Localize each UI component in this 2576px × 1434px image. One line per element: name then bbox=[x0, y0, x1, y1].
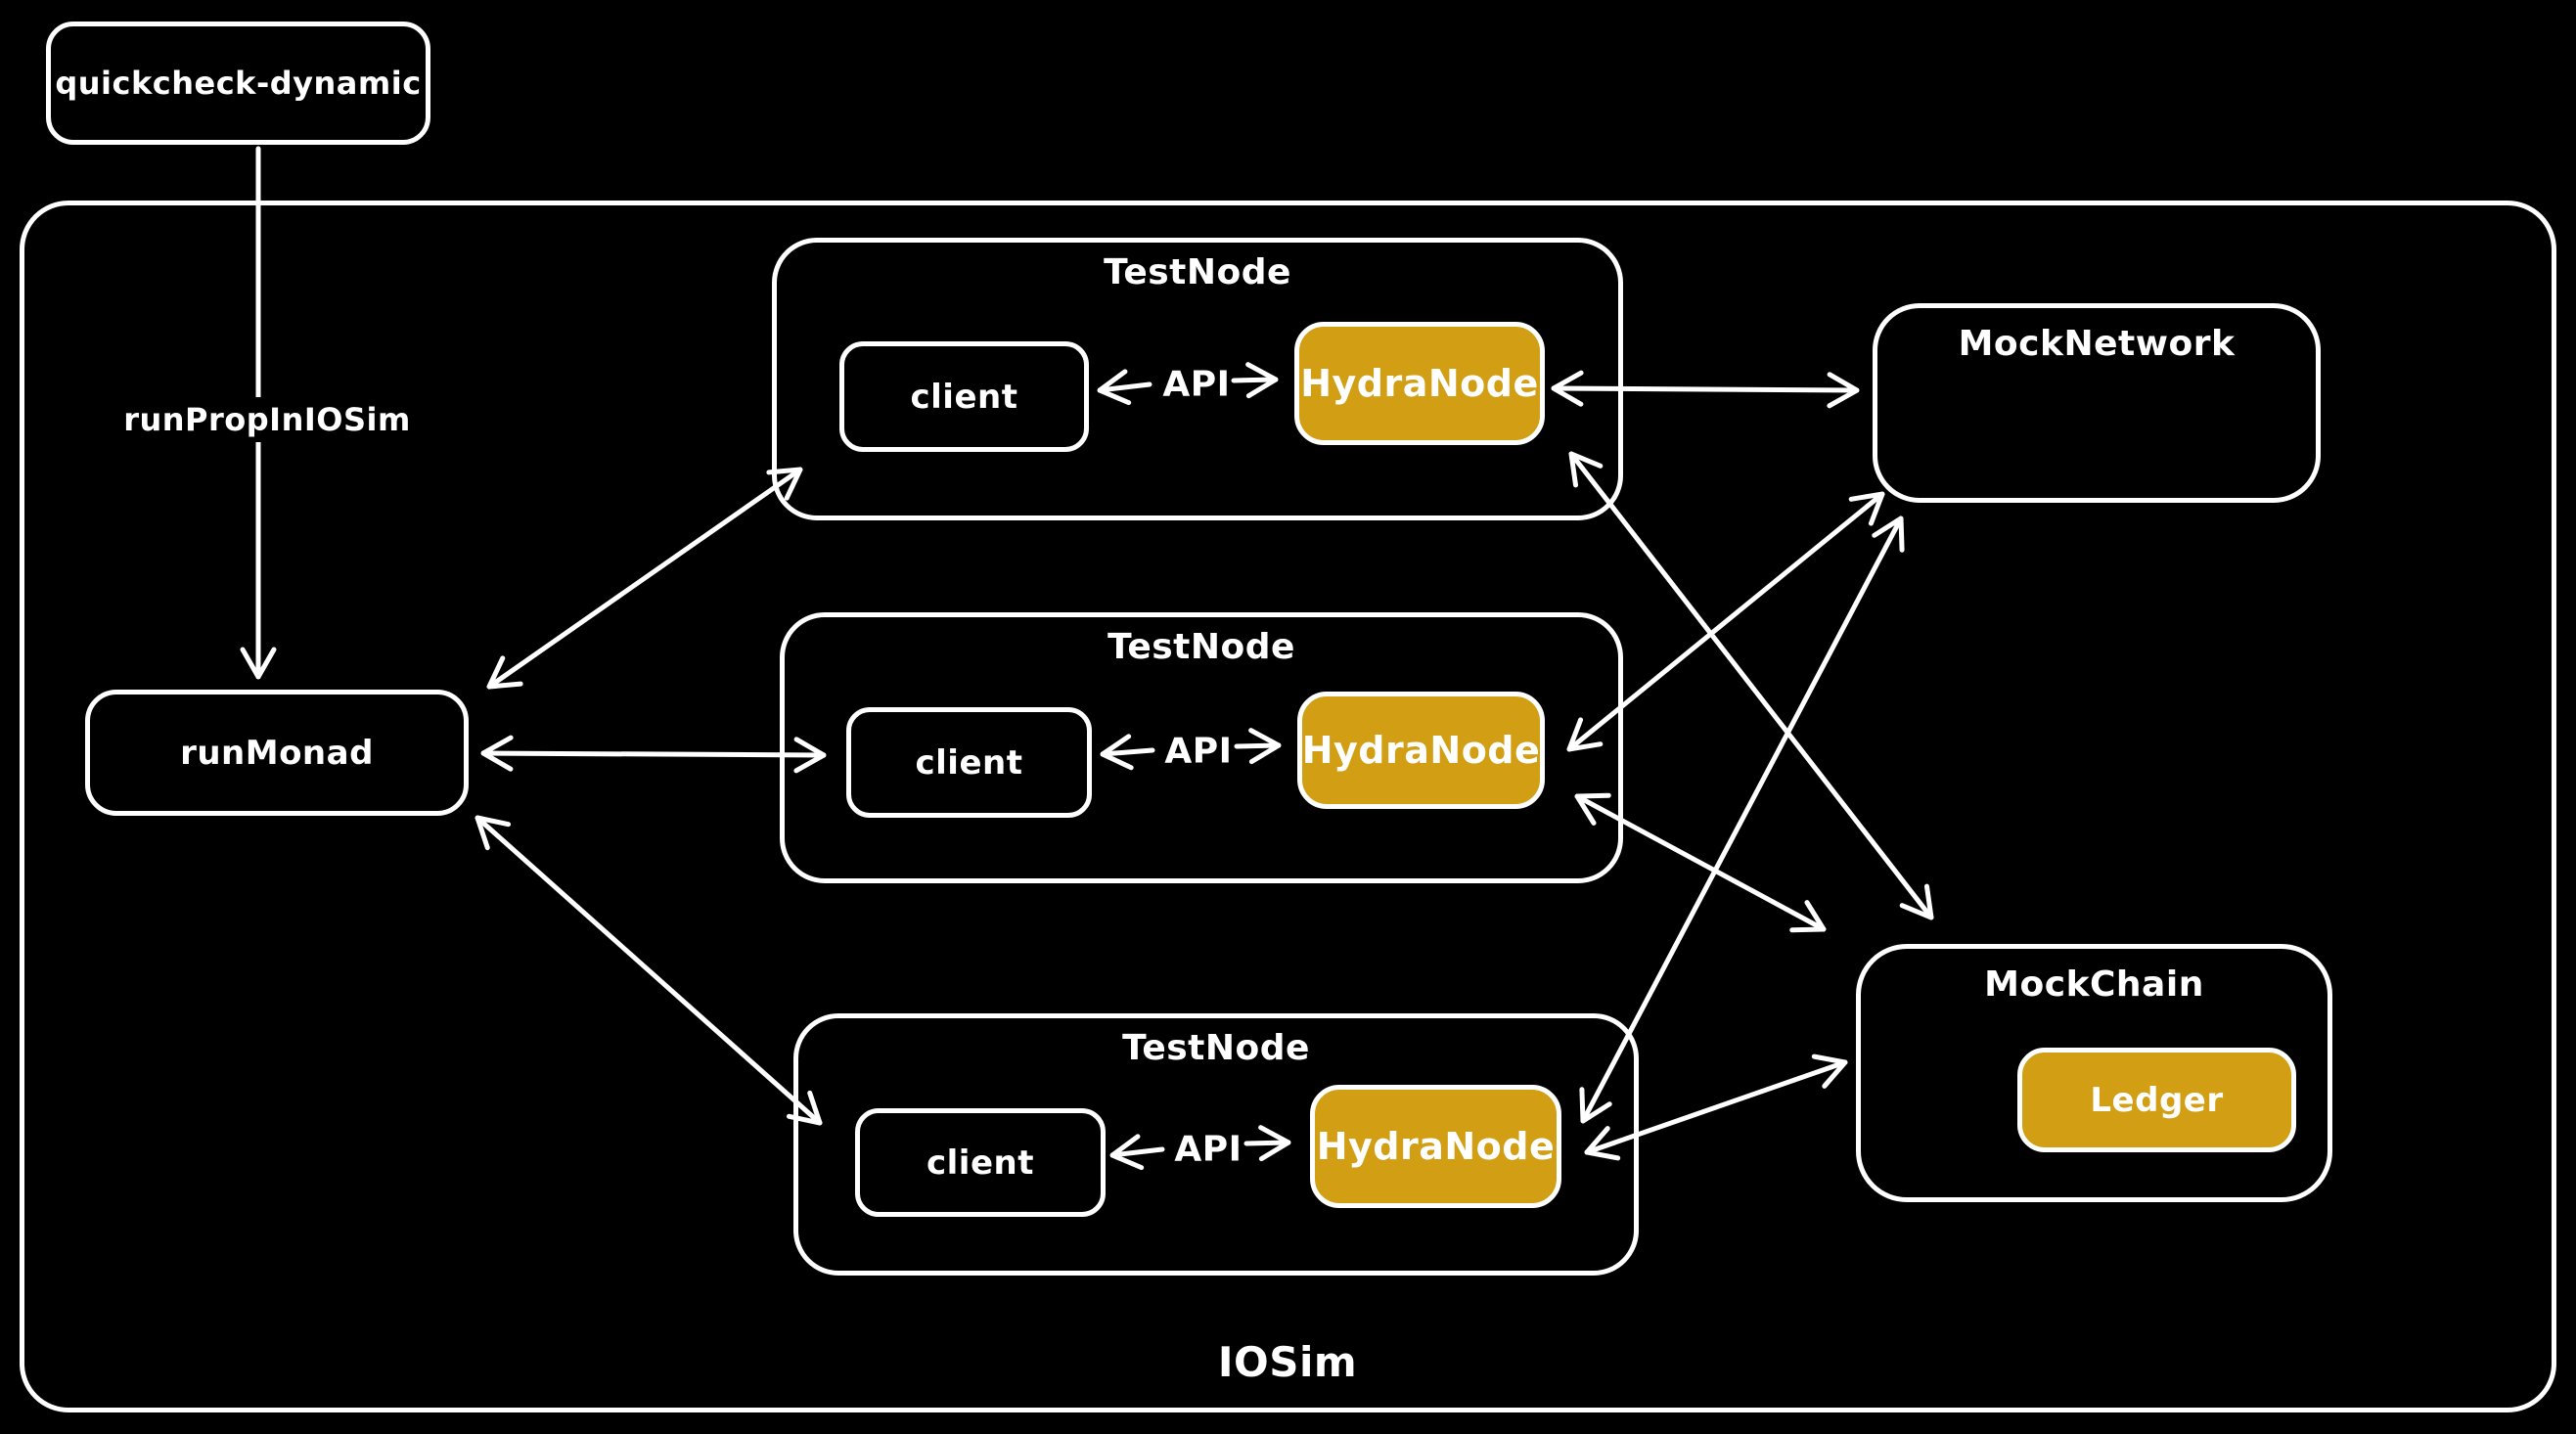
client-2-label: client bbox=[915, 742, 1023, 783]
node-client-1: client bbox=[839, 341, 1089, 452]
mocknetwork-title: MockNetwork bbox=[1958, 324, 2236, 364]
runprop-arrow-label: runPropInIOSim bbox=[112, 397, 423, 442]
node-hydranode-2: HydraNode bbox=[1297, 692, 1545, 809]
node-testnode-2: TestNode client API HydraNode bbox=[780, 612, 1623, 883]
testnode-3-title: TestNode bbox=[1122, 1028, 1310, 1068]
api-label-2: API bbox=[1152, 727, 1244, 776]
client-3-label: client bbox=[926, 1143, 1034, 1183]
node-testnode-1: TestNode client API HydraNode bbox=[772, 238, 1623, 520]
node-testnode-3: TestNode client API HydraNode bbox=[793, 1013, 1639, 1276]
hydranode-3-label: HydraNode bbox=[1316, 1125, 1556, 1168]
api-label-1: API bbox=[1151, 360, 1243, 409]
quickcheck-dynamic-label: quickcheck-dynamic bbox=[55, 65, 422, 102]
ledger-label: Ledger bbox=[2090, 1080, 2224, 1120]
node-client-2: client bbox=[846, 707, 1092, 818]
node-ledger: Ledger bbox=[2017, 1048, 2296, 1152]
node-mocknetwork: MockNetwork bbox=[1873, 303, 2321, 503]
node-runmonad: runMonad bbox=[85, 690, 469, 816]
node-hydranode-3: HydraNode bbox=[1310, 1085, 1561, 1208]
runmonad-label: runMonad bbox=[180, 733, 374, 773]
client-1-label: client bbox=[910, 377, 1018, 417]
hydranode-1-label: HydraNode bbox=[1300, 362, 1539, 405]
container-iosim bbox=[20, 201, 2556, 1412]
testnode-2-title: TestNode bbox=[1107, 627, 1295, 667]
hydranode-2-label: HydraNode bbox=[1301, 729, 1541, 772]
node-quickcheck-dynamic: quickcheck-dynamic bbox=[46, 22, 430, 145]
testnode-1-title: TestNode bbox=[1104, 252, 1291, 292]
iosim-label: IOSim bbox=[1217, 1338, 1358, 1386]
node-hydranode-1: HydraNode bbox=[1294, 322, 1545, 445]
api-label-3: API bbox=[1162, 1125, 1254, 1174]
node-mockchain: MockChain Ledger bbox=[1856, 944, 2332, 1202]
mockchain-title: MockChain bbox=[1984, 964, 2204, 1005]
node-client-3: client bbox=[855, 1108, 1106, 1217]
